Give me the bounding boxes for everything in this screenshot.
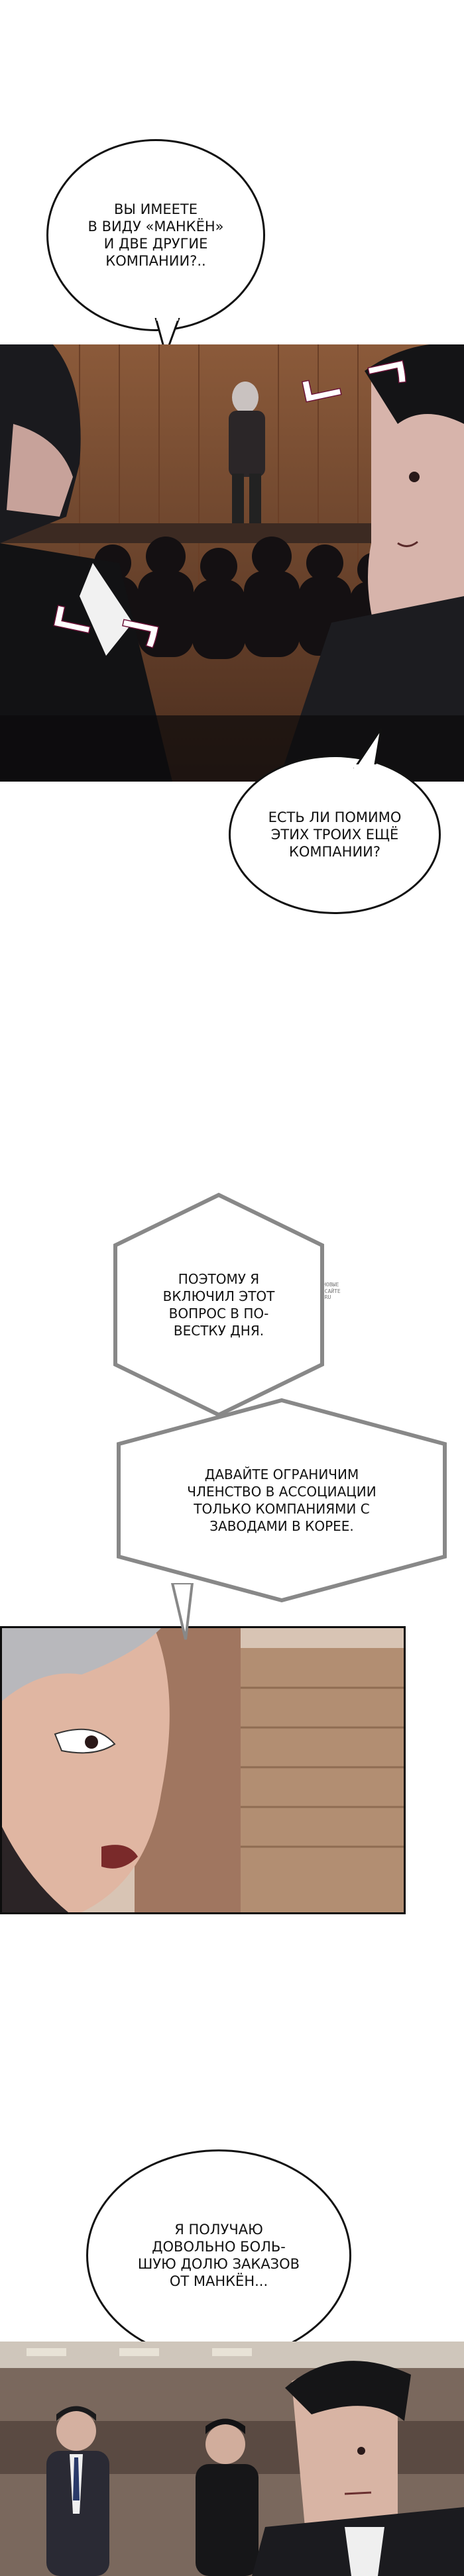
hex-box-2-frame: [117, 1398, 447, 1603]
hex-box-1-text: Поэтому я включил этот вопрос в по- вест…: [162, 1271, 275, 1339]
office-illustration: [0, 2342, 464, 2576]
auditorium-illustration: [0, 344, 464, 782]
panel-2-connector: [170, 1583, 194, 1640]
speech-bubble-1: Вы имеете в виду «Манкён» и две другие к…: [46, 139, 265, 331]
old-man-illustration: [2, 1628, 404, 1912]
panel-auditorium: ᄂ ᄀ ᄂ ᄀ: [0, 344, 464, 782]
office-man-middle: [196, 2418, 259, 2576]
panel-old-man-closeup: [0, 1626, 406, 1914]
speech-bubble-2-tail: [353, 729, 382, 768]
hex-box-2-text: Давайте ограничим членство в ассоциации …: [187, 1467, 377, 1534]
speaker-figure: [229, 382, 265, 523]
panel-office-scene: [0, 2342, 464, 2576]
office-man-right: [252, 2361, 464, 2576]
speech-bubble-1-tail: [154, 318, 180, 358]
speech-bubble-2: Есть ли помимо этих троих ещё компании?: [229, 755, 441, 914]
speech-bubble-3: Я получаю довольно боль- шую долю заказо…: [86, 2149, 351, 2361]
office-man-left: [46, 2406, 109, 2576]
hex-box-1-frame: [113, 1192, 324, 1417]
